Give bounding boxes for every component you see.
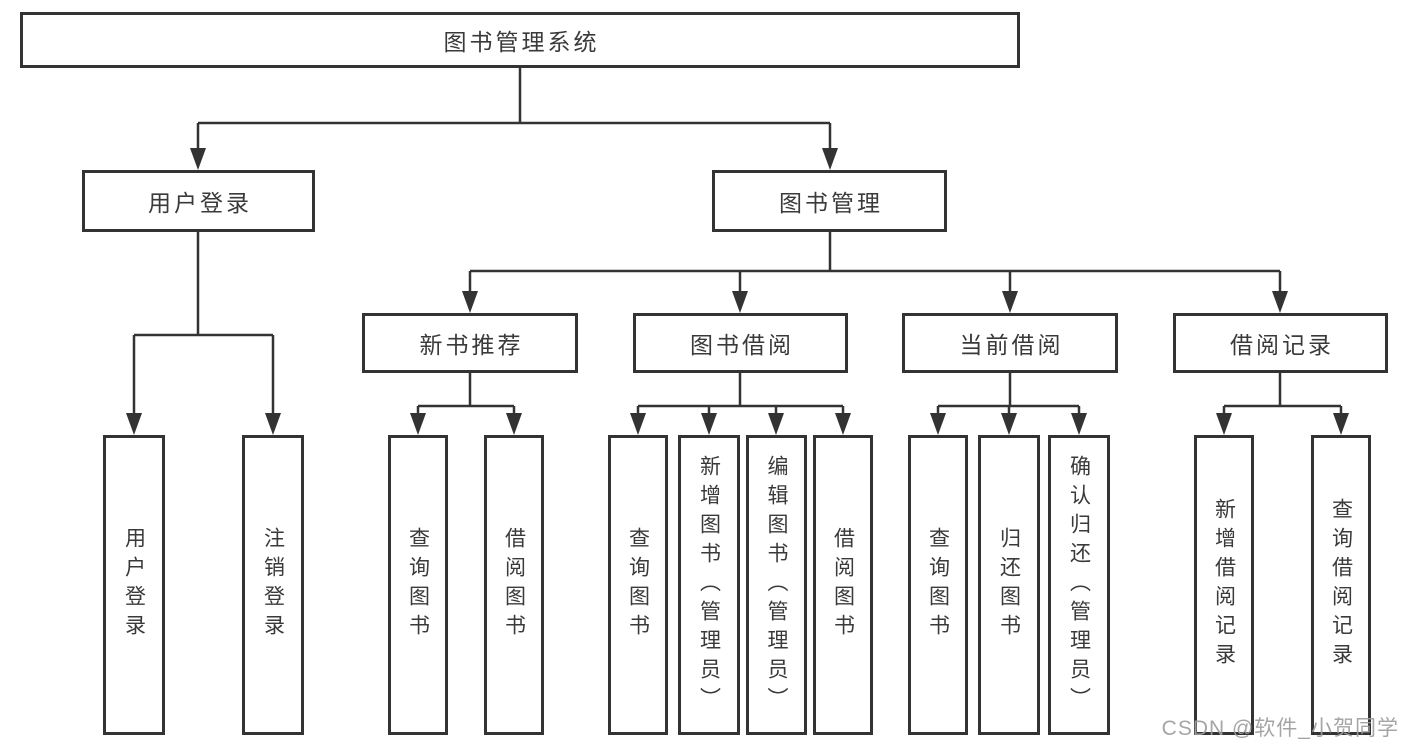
node-book-management-label: 图书管理	[779, 190, 883, 216]
leaf-return-books: 归还图书	[978, 435, 1040, 735]
leaf-borrow-books-borrowing-label: 借阅图书	[831, 527, 855, 643]
node-new-book-recommendation-label: 新书推荐	[419, 332, 524, 358]
node-borrowing-records-label: 借阅记录	[1230, 332, 1334, 358]
leaf-logout: 注销登录	[242, 435, 304, 735]
node-book-borrowing-label: 图书借阅	[690, 332, 794, 358]
leaf-query-books-recommend: 查询图书	[388, 435, 448, 735]
leaf-query-borrow-record-label: 查询借阅记录	[1329, 498, 1353, 672]
node-root-label: 图书管理系统	[443, 29, 600, 55]
leaf-query-books-borrowing: 查询图书	[608, 435, 668, 735]
watermark: CSDN @软件_小贺同学	[1161, 717, 1399, 740]
leaf-query-books-recommend-label: 查询图书	[406, 527, 430, 643]
leaf-borrow-books-recommend: 借阅图书	[484, 435, 544, 735]
leaf-query-books-borrowing-label: 查询图书	[626, 527, 650, 643]
leaf-logout-label: 注销登录	[261, 527, 285, 643]
node-current-borrowing-label: 当前借阅	[959, 332, 1064, 358]
leaf-borrow-books-recommend-label: 借阅图书	[502, 527, 526, 643]
leaf-query-borrow-record: 查询借阅记录	[1311, 435, 1371, 735]
node-borrowing-records: 借阅记录	[1173, 313, 1388, 373]
leaf-confirm-return-admin-label: 确认归还（管理员）	[1067, 454, 1091, 716]
leaf-add-books-admin-label: 新增图书（管理员）	[697, 454, 721, 716]
node-user-login: 用户登录	[82, 170, 315, 232]
node-new-book-recommendation: 新书推荐	[362, 313, 578, 373]
node-root: 图书管理系统	[20, 12, 1020, 68]
leaf-add-borrow-record: 新增借阅记录	[1194, 435, 1254, 735]
node-current-borrowing: 当前借阅	[902, 313, 1118, 373]
leaf-query-books-current-label: 查询图书	[926, 527, 950, 643]
connector-strokes	[132, 68, 1343, 415]
leaf-borrow-books-borrowing: 借阅图书	[813, 435, 873, 735]
leaf-confirm-return-admin: 确认归还（管理员）	[1048, 435, 1110, 735]
node-book-management: 图书管理	[712, 170, 947, 232]
leaf-user-login: 用户登录	[103, 435, 165, 735]
node-book-borrowing: 图书借阅	[633, 313, 848, 373]
node-user-login-label: 用户登录	[148, 190, 252, 216]
arrowheads	[126, 148, 1349, 435]
leaf-edit-books-admin-label: 编辑图书（管理员）	[765, 454, 788, 716]
leaf-return-books-label: 归还图书	[997, 527, 1021, 643]
leaf-query-books-current: 查询图书	[908, 435, 968, 735]
leaf-add-books-admin: 新增图书（管理员）	[678, 435, 740, 735]
leaf-add-borrow-record-label: 新增借阅记录	[1212, 498, 1236, 672]
leaf-edit-books-admin: 编辑图书（管理员）	[746, 435, 807, 735]
leaf-user-login-label: 用户登录	[122, 527, 146, 643]
